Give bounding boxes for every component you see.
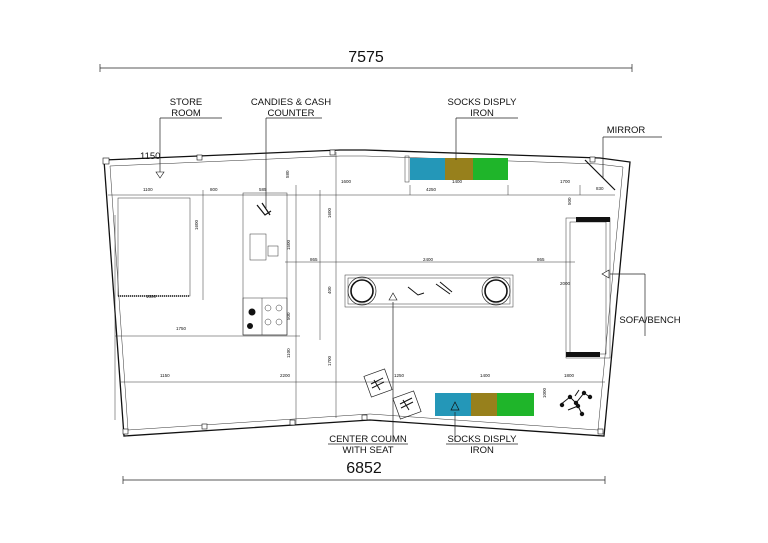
bottom-overall-dimension-label: 6852	[346, 460, 382, 477]
socks-bottom-green	[497, 393, 534, 416]
socks-top-teal	[410, 158, 445, 180]
decorative-cluster	[559, 389, 593, 417]
store-room-label-1: STORE	[170, 97, 203, 108]
angled-display-stands	[363, 368, 422, 420]
store-room-label-2: ROOM	[171, 108, 201, 119]
socks-display-top: SOCKS DISPLY IRON	[404, 97, 518, 183]
dim-b-4: 1400	[480, 373, 491, 378]
socks-top-olive	[445, 158, 473, 180]
dim-vc-3: 1700	[327, 355, 332, 366]
dim-b-5: 1800	[564, 373, 575, 378]
outer-walls	[102, 149, 631, 437]
socks-bottom-olive	[471, 393, 497, 416]
dim-b-2: 2200	[280, 373, 291, 378]
dim-top-1: 1100	[143, 187, 153, 192]
sofa-bench: SOFA/BENCH 2000	[560, 217, 681, 359]
sofa-bench-label: SOFA/BENCH	[619, 315, 680, 326]
dim-misc-2: 1600	[146, 294, 157, 299]
dim-misc-1: 1750	[176, 326, 187, 331]
dim-vl-3: 500	[286, 312, 291, 320]
dim-top-8: 1700	[560, 179, 571, 184]
dim-b-3: 1250	[394, 373, 405, 378]
sofa-dimension: 2000	[560, 281, 571, 286]
dim-vl-2: 1500	[286, 239, 291, 250]
candies-label-1: CANDIES & CASH	[251, 97, 331, 108]
socks-top-green	[473, 158, 508, 180]
dim-c-1: 865	[310, 257, 318, 262]
dim-c-2: 2400	[423, 257, 434, 262]
candies-label-2: COUNTER	[268, 108, 315, 119]
mirror: MIRROR	[584, 125, 662, 191]
top-overall-dimension: 7575	[99, 49, 633, 72]
top-left-small-dimension: 1150	[140, 151, 160, 162]
dim-vl-4: 1100	[286, 348, 291, 358]
dim-c-3: 865	[537, 257, 545, 262]
mirror-label: MIRROR	[607, 125, 646, 136]
center-column-label-2: WITH SEAT	[342, 445, 393, 456]
interior-dimension-lines	[108, 152, 615, 424]
socks-bottom-label-1: SOCKS DISPLY	[448, 434, 518, 445]
dim-top-6: 4250	[426, 187, 437, 192]
store-room: STORE ROOM 1150	[117, 97, 222, 297]
dim-top-4: 580	[285, 170, 290, 178]
dim-top-7: 1400	[452, 179, 463, 184]
dim-vc-1: 1600	[327, 207, 332, 218]
bottom-overall-dimension: 6852	[122, 460, 606, 484]
center-column-seat: CENTER COUMN WITH SEAT	[328, 274, 514, 456]
dim-top-5: 1600	[341, 179, 352, 184]
center-column-label-1: CENTER COUMN	[329, 434, 407, 445]
socks-bottom-label-2: IRON	[470, 445, 494, 456]
dim-vc-2: 400	[327, 286, 332, 294]
socks-top-label-2: IRON	[470, 108, 494, 119]
socks-top-label-1: SOCKS DISPLY	[448, 97, 518, 108]
dim-top-10: 500	[567, 197, 572, 205]
dimension-texts: 1100 800 585 580 1600 4250 1400 1700 830…	[143, 170, 604, 398]
dim-vl-1: 1600	[194, 219, 199, 230]
dim-top-9: 830	[596, 186, 604, 191]
candies-cash-counter: CANDIES & CASH COUNTER	[242, 97, 331, 336]
socks-display-bottom: SOCKS DISPLY IRON	[435, 393, 534, 456]
dim-top-2: 800	[210, 187, 218, 192]
dim-b-1: 1150	[160, 373, 170, 378]
dim-top-3: 585	[259, 187, 267, 192]
dim-b-6: 1000	[542, 387, 547, 398]
socks-bottom-teal	[435, 393, 471, 416]
top-overall-dimension-label: 7575	[348, 49, 384, 66]
